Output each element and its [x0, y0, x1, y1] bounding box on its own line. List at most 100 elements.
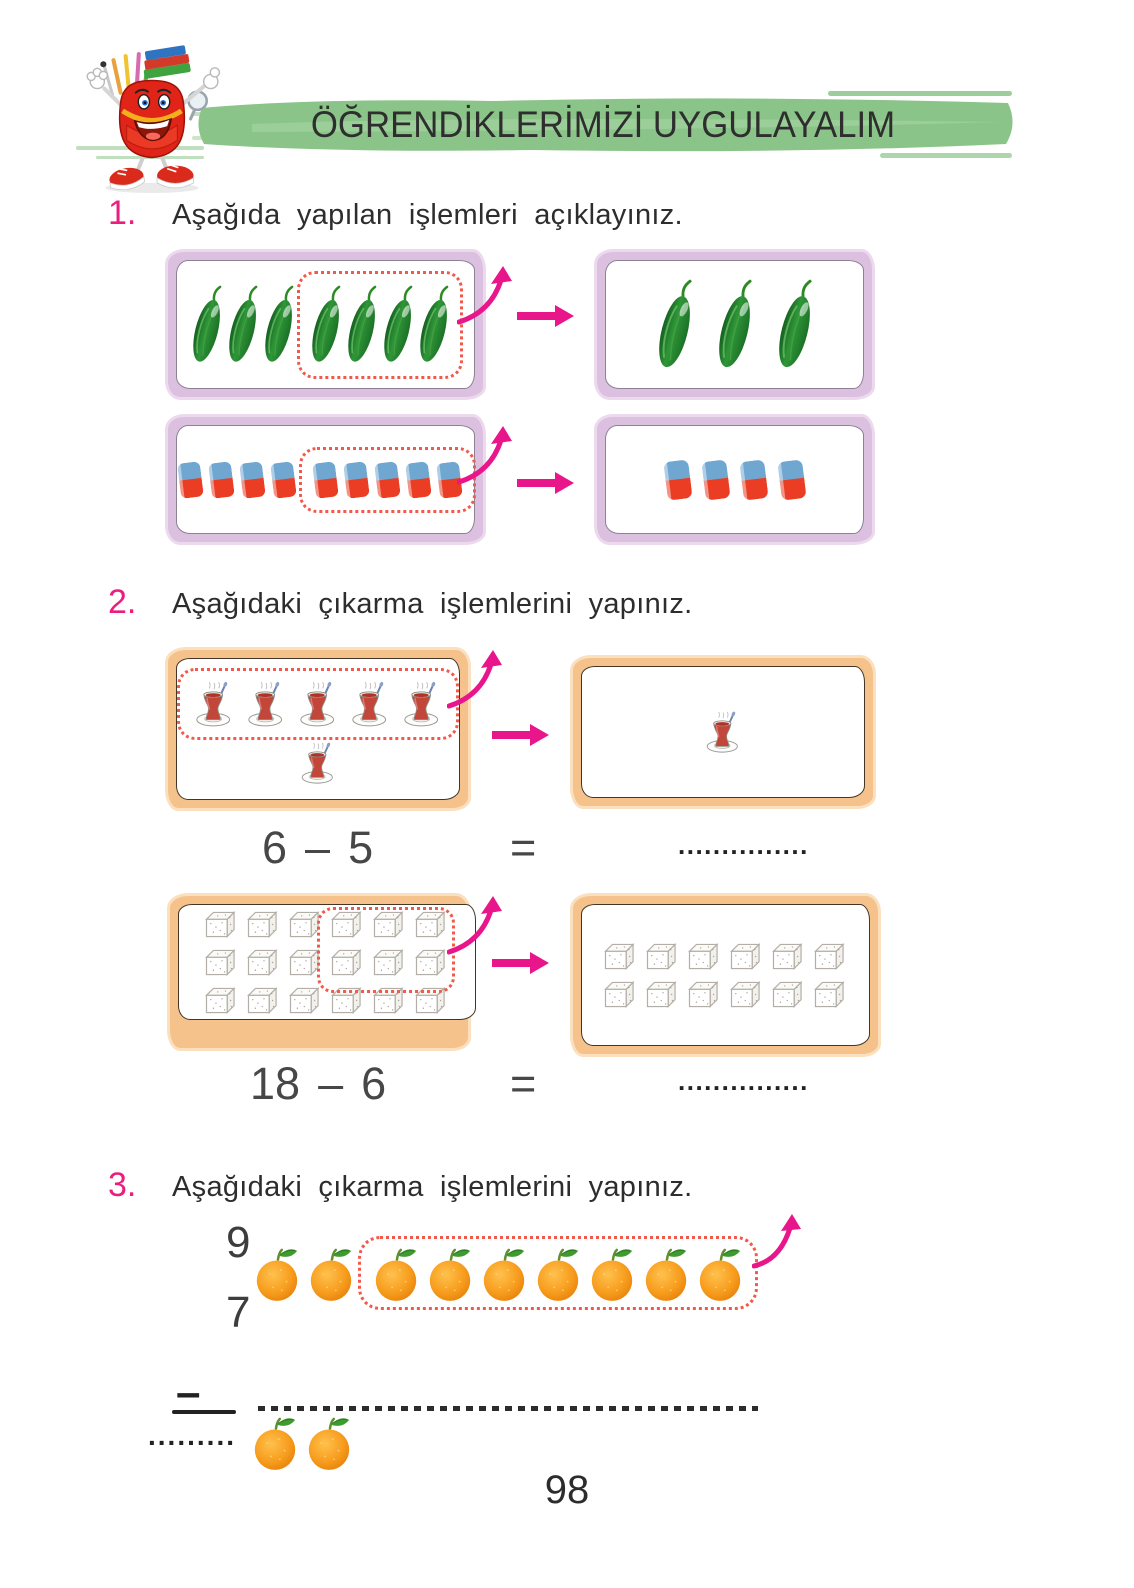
minuend: 9 — [226, 1218, 251, 1267]
sugar-cube-icon — [245, 985, 283, 1016]
subtraction-line — [172, 1410, 236, 1414]
orange-icon — [250, 1412, 300, 1472]
answer-blank[interactable]: ......... — [148, 1420, 237, 1451]
eraser-icon — [206, 454, 237, 506]
orange-icon — [425, 1243, 475, 1303]
cucumber-icon — [414, 278, 454, 372]
exercise3-prompt: Aşağıdaki çıkarma işlemlerini yapınız. — [172, 1171, 693, 1203]
cucumber-result-group — [645, 276, 825, 374]
tea-glass-icon — [700, 705, 746, 759]
exercise1-row2-result-frame — [597, 417, 872, 542]
answer-dashed-line[interactable] — [258, 1406, 758, 1411]
exercise1-prompt: Aşağıda yapılan işlemleri açıklayınız. — [172, 199, 683, 231]
orange-icon — [641, 1243, 691, 1303]
sugar-cube-icon — [203, 947, 241, 978]
result-arrow-icon — [492, 724, 549, 746]
orange-icon — [587, 1243, 637, 1303]
orange-icon — [306, 1243, 356, 1303]
eraser-icon — [737, 453, 771, 507]
sugar-cube-icon — [245, 909, 283, 940]
answer-blank[interactable]: ............... — [678, 1066, 809, 1096]
minus-sign: – — [176, 1368, 201, 1417]
eraser-icon — [372, 454, 403, 506]
takeaway-arrow-icon — [457, 426, 512, 485]
cucumber-icon — [259, 278, 299, 372]
orange-result — [248, 1412, 356, 1472]
eraser-icon — [341, 454, 372, 506]
answer-blank[interactable]: ............... — [678, 830, 809, 860]
sugar-cube-icon — [728, 979, 766, 1010]
eraser-icon — [775, 453, 809, 507]
result-arrow-icon — [492, 952, 549, 974]
tea-glass-icon — [345, 675, 395, 733]
takeaway-arrow-icon — [447, 896, 502, 955]
subtracted-group-box — [317, 907, 455, 993]
sugar-cube-icon — [770, 979, 808, 1010]
tea-glass-result — [700, 705, 746, 759]
takeaway-arrow-icon — [752, 1214, 801, 1269]
sugar-cube-icon — [644, 941, 682, 972]
tea-glass-icon — [295, 736, 341, 790]
exercise2-number: 2. — [108, 583, 137, 621]
exercise2-tea-result-frame — [573, 658, 873, 806]
sugar-cube-icon — [245, 947, 283, 978]
cucumber-icon — [712, 276, 758, 374]
takeaway-arrow-icon — [457, 266, 512, 325]
exercise2-prompt: Aşağıdaki çıkarma işlemlerini yapınız. — [172, 588, 693, 620]
eraser-icon — [237, 454, 268, 506]
sugar-cube-icon — [602, 979, 640, 1010]
subtracted-group-box — [296, 270, 463, 379]
page-number: 98 — [544, 1468, 590, 1512]
sugar-cube-icon — [602, 941, 640, 972]
sugar-cube-icon — [644, 979, 682, 1010]
subtrahend: 5 — [348, 822, 374, 873]
orange-result-group — [248, 1412, 356, 1472]
takeaway-arrow-icon — [447, 650, 502, 709]
minus-sign: – — [305, 822, 331, 873]
eraser-icon — [403, 454, 434, 506]
exercise3-number: 3. — [108, 1166, 137, 1204]
orange-icon — [695, 1243, 745, 1303]
eraser-icon — [268, 454, 299, 506]
equals-sign: = — [510, 822, 537, 873]
cucumber-group — [189, 278, 297, 372]
orange-icon — [252, 1243, 302, 1303]
sugar-cube-icon — [287, 985, 325, 1016]
orange-icon — [533, 1243, 583, 1303]
sugar-cube-icon — [812, 941, 850, 972]
result-arrow-icon — [517, 305, 574, 327]
tea-glass-icon — [293, 675, 343, 733]
eraser-icon — [310, 454, 341, 506]
equation-2: 18–6 = ............... — [0, 1058, 1134, 1118]
tea-glass-icon — [397, 675, 447, 733]
cucumber-icon — [652, 276, 698, 374]
page-title: ÖĞRENDİKLERİMİZİ UYGULAYALIM — [310, 104, 896, 145]
eraser-icon — [661, 453, 695, 507]
tea-glass-remaining — [295, 736, 341, 790]
orange-icon — [479, 1243, 529, 1303]
exercise1-row1-result-frame — [597, 252, 872, 397]
sugar-cube-icon — [203, 985, 241, 1016]
equation-1: 6–5 = ............... — [0, 822, 1134, 882]
minus-sign: – — [318, 1058, 344, 1109]
sugar-cube-icon — [770, 941, 808, 972]
orange-icon — [371, 1243, 421, 1303]
tea-glass-icon — [241, 675, 291, 733]
brush-stroke — [192, 91, 1013, 158]
sugar-cube-icon — [728, 941, 766, 972]
orange-row — [250, 1236, 758, 1310]
minuend: 6 — [262, 822, 288, 873]
tea-glass-icon — [189, 675, 239, 733]
backpack-mascot — [64, 44, 240, 194]
exercise2-sugar-result-frame — [573, 896, 878, 1054]
exercise2-tea-source-frame — [168, 650, 468, 808]
eraser-group — [175, 454, 299, 506]
eraser-icon — [175, 454, 206, 506]
subtracted-group-box — [177, 668, 459, 740]
exercise1-number: 1. — [108, 194, 137, 232]
subtrahend: 7 — [226, 1288, 251, 1337]
cucumber-icon — [378, 278, 418, 372]
exercise1-row1-source-frame — [168, 252, 483, 397]
subtracted-group-box — [299, 446, 476, 513]
